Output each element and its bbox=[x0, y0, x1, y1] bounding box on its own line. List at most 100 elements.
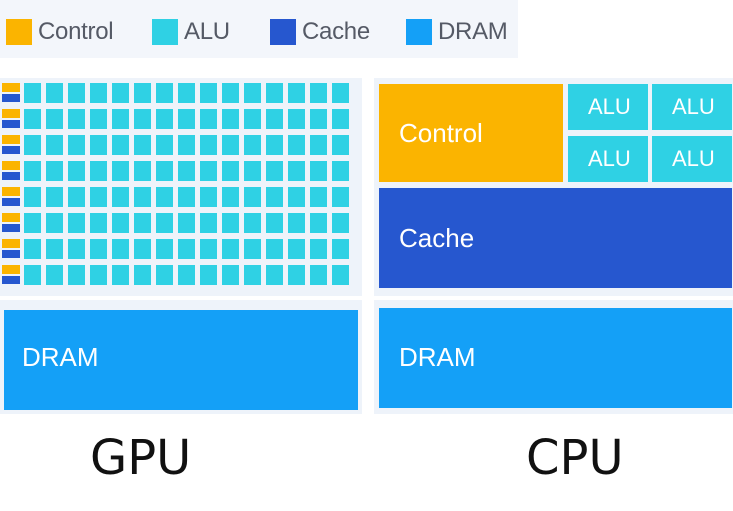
gpu-alu-cell bbox=[134, 187, 151, 207]
gpu-alu-cell bbox=[178, 109, 195, 129]
gpu-alu-cell bbox=[332, 265, 349, 285]
gpu-control-unit bbox=[2, 161, 20, 170]
gpu-alu-cell bbox=[68, 239, 85, 259]
gpu-alu-cell bbox=[24, 265, 41, 285]
gpu-control-unit bbox=[2, 109, 20, 118]
gpu-alu-cell bbox=[200, 265, 217, 285]
gpu-alu-cell bbox=[178, 239, 195, 259]
gpu-alu-cell bbox=[156, 187, 173, 207]
gpu-alu-cell bbox=[200, 239, 217, 259]
gpu-core-panel bbox=[0, 78, 362, 296]
cpu-alu-block: ALU bbox=[652, 84, 732, 130]
gpu-alu-cell bbox=[46, 135, 63, 155]
gpu-alu-cell bbox=[266, 135, 283, 155]
gpu-alu-cell bbox=[24, 109, 41, 129]
legend-swatch-control bbox=[6, 19, 32, 45]
gpu-alu-cell bbox=[310, 109, 327, 129]
cpu-dram-panel: DRAM bbox=[374, 300, 733, 414]
gpu-alu-cell bbox=[266, 187, 283, 207]
gpu-alu-cell bbox=[90, 109, 107, 129]
gpu-alu-cell bbox=[244, 161, 261, 181]
legend: Control ALU Cache DRAM bbox=[0, 0, 518, 58]
gpu-alu-cell bbox=[288, 135, 305, 155]
legend-item-cache: Cache bbox=[270, 18, 370, 46]
gpu-alu-cell bbox=[112, 213, 129, 233]
gpu-alu-cell bbox=[310, 135, 327, 155]
gpu-cache-unit bbox=[2, 276, 20, 284]
gpu-alu-cell bbox=[178, 161, 195, 181]
gpu-alu-cell bbox=[46, 83, 63, 103]
gpu-alu-cell bbox=[46, 109, 63, 129]
gpu-alu-cell bbox=[310, 161, 327, 181]
gpu-alu-grid bbox=[0, 78, 362, 296]
gpu-alu-cell bbox=[24, 213, 41, 233]
cpu-alu-label: ALU bbox=[588, 94, 631, 119]
gpu-dram-label: DRAM bbox=[22, 342, 99, 372]
legend-item-control: Control bbox=[6, 18, 114, 46]
gpu-dram-block: DRAM bbox=[4, 310, 358, 410]
gpu-cache-unit bbox=[2, 198, 20, 206]
gpu-alu-cell bbox=[24, 83, 41, 103]
gpu-alu-cell bbox=[24, 187, 41, 207]
cpu-cache-label: Cache bbox=[399, 223, 475, 253]
gpu-alu-cell bbox=[178, 213, 195, 233]
gpu-alu-cell bbox=[112, 135, 129, 155]
gpu-alu-cell bbox=[310, 83, 327, 103]
gpu-alu-cell bbox=[90, 161, 107, 181]
gpu-alu-cell bbox=[200, 109, 217, 129]
gpu-alu-cell bbox=[90, 265, 107, 285]
gpu-alu-cell bbox=[222, 83, 239, 103]
gpu-alu-cell bbox=[266, 265, 283, 285]
gpu-alu-cell bbox=[288, 109, 305, 129]
gpu-alu-cell bbox=[156, 135, 173, 155]
legend-label-dram: DRAM bbox=[438, 18, 508, 45]
gpu-alu-cell bbox=[68, 213, 85, 233]
gpu-alu-cell bbox=[156, 161, 173, 181]
cpu-alu-label: ALU bbox=[588, 146, 631, 171]
gpu-alu-cell bbox=[134, 83, 151, 103]
gpu-alu-cell bbox=[332, 135, 349, 155]
gpu-alu-cell bbox=[200, 135, 217, 155]
gpu-control-unit bbox=[2, 213, 20, 222]
gpu-alu-cell bbox=[68, 161, 85, 181]
cpu-alu-block: ALU bbox=[568, 136, 648, 182]
gpu-alu-cell bbox=[134, 161, 151, 181]
gpu-alu-cell bbox=[112, 83, 129, 103]
gpu-alu-cell bbox=[178, 265, 195, 285]
gpu-alu-cell bbox=[332, 83, 349, 103]
legend-label-alu: ALU bbox=[184, 18, 230, 45]
gpu-alu-cell bbox=[244, 109, 261, 129]
gpu-alu-cell bbox=[178, 135, 195, 155]
gpu-alu-cell bbox=[46, 239, 63, 259]
gpu-cache-unit bbox=[2, 250, 20, 258]
gpu-alu-cell bbox=[112, 187, 129, 207]
gpu-alu-cell bbox=[266, 161, 283, 181]
cpu-alu-block: ALU bbox=[652, 136, 732, 182]
gpu-alu-cell bbox=[134, 135, 151, 155]
gpu-alu-cell bbox=[266, 239, 283, 259]
gpu-alu-cell bbox=[178, 83, 195, 103]
gpu-alu-cell bbox=[68, 265, 85, 285]
gpu-alu-cell bbox=[222, 213, 239, 233]
legend-label-cache: Cache bbox=[302, 18, 370, 45]
gpu-alu-cell bbox=[310, 187, 327, 207]
gpu-alu-cell bbox=[156, 109, 173, 129]
cpu-control-label: Control bbox=[399, 118, 483, 148]
gpu-alu-cell bbox=[90, 213, 107, 233]
gpu-alu-cell bbox=[244, 213, 261, 233]
cpu-cache-block: Cache bbox=[379, 188, 732, 288]
legend-swatch-alu bbox=[152, 19, 178, 45]
gpu-alu-cell bbox=[332, 161, 349, 181]
legend-swatch-dram bbox=[406, 19, 432, 45]
gpu-alu-cell bbox=[90, 83, 107, 103]
gpu-alu-cell bbox=[332, 109, 349, 129]
gpu-alu-cell bbox=[46, 213, 63, 233]
gpu-alu-cell bbox=[332, 213, 349, 233]
gpu-alu-cell bbox=[288, 239, 305, 259]
gpu-alu-cell bbox=[46, 265, 63, 285]
gpu-alu-cell bbox=[24, 239, 41, 259]
gpu-alu-cell bbox=[90, 187, 107, 207]
gpu-alu-cell bbox=[310, 265, 327, 285]
gpu-alu-cell bbox=[134, 265, 151, 285]
gpu-alu-cell bbox=[332, 239, 349, 259]
